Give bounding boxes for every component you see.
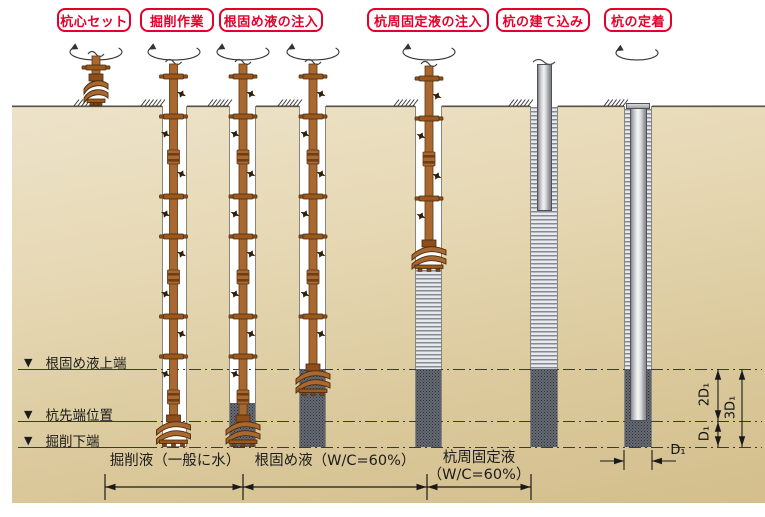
borehole-excavation — [162, 106, 187, 447]
fluid-label-fixing-line1: 杭周固定液 — [442, 450, 516, 466]
steel-pile-anchored — [629, 109, 647, 421]
annulus-right-set — [646, 109, 651, 369]
grout-fill-partial — [230, 403, 255, 447]
level-line-grout-top-solid — [18, 369, 145, 371]
marker-pile-tip-label: 杭先端位置 — [45, 408, 113, 424]
fixing-liquid-below-pile — [531, 211, 557, 369]
stage-label-grout-injection: 根固め液の注入 — [219, 8, 323, 32]
borehole-grout-start — [229, 106, 256, 447]
down-triangle-icon: ▼ — [24, 355, 33, 369]
level-line-grout-top — [145, 369, 762, 371]
grout-under-pile — [625, 421, 651, 447]
stage-label-excavation: 掘削作業 — [140, 8, 214, 32]
dim-label-2d1: 2D₁ — [697, 382, 713, 407]
fluid-label-fixing: 杭周固定液 （W/C=60%） — [421, 450, 537, 484]
level-line-pile-tip-solid — [18, 421, 145, 423]
annulus-grout-right — [646, 369, 651, 421]
level-line-excavation-bottom-solid — [18, 447, 145, 449]
marker-grout-top-label: 根固め液上端 — [45, 356, 127, 372]
dim-label-d1-width: D₁ — [670, 443, 686, 458]
fluid-label-drilling: 掘削液（一般に水） — [109, 453, 241, 469]
marker-excavation-bottom: ▼ 掘削下端 — [24, 430, 100, 451]
fluid-label-fixing-line2: （W/C=60%） — [427, 467, 531, 483]
stage-label-pile-center-set: 杭心セット — [57, 8, 131, 32]
annulus-left-set — [625, 109, 630, 369]
down-triangle-icon: ▼ — [24, 407, 33, 421]
fixing-liquid-column — [416, 266, 441, 369]
down-triangle-icon: ▼ — [24, 433, 33, 447]
grout-below-fixing — [416, 369, 441, 447]
marker-pile-tip: ▼ 杭先端位置 — [24, 404, 113, 425]
stage-label-pile-insertion: 杭の建て込み — [496, 8, 590, 32]
annulus-grout-left — [625, 369, 630, 421]
stage-label-pile-anchoring: 杭の定着 — [604, 8, 672, 32]
grout-fill-full — [300, 369, 325, 447]
stage-label-fixing-liquid-injection: 杭周固定液の注入 — [367, 8, 489, 32]
ground-soil — [12, 106, 765, 503]
fluid-label-grout: 根固め液（W/C=60%） — [254, 453, 416, 469]
grout-below-insert — [531, 369, 557, 447]
dim-label-3d1: 3D₁ — [723, 395, 739, 420]
level-line-pile-tip — [145, 421, 762, 423]
marker-excavation-bottom-label: 掘削下端 — [45, 434, 100, 450]
marker-grout-top: ▼ 根固め液上端 — [24, 352, 127, 373]
annulus-right-insert — [551, 107, 557, 211]
steel-pile-inserting — [536, 64, 552, 211]
level-line-excavation-bottom — [145, 447, 762, 449]
annulus-left-insert — [531, 107, 537, 211]
dim-label-d1-vertical: D₁ — [697, 425, 713, 442]
